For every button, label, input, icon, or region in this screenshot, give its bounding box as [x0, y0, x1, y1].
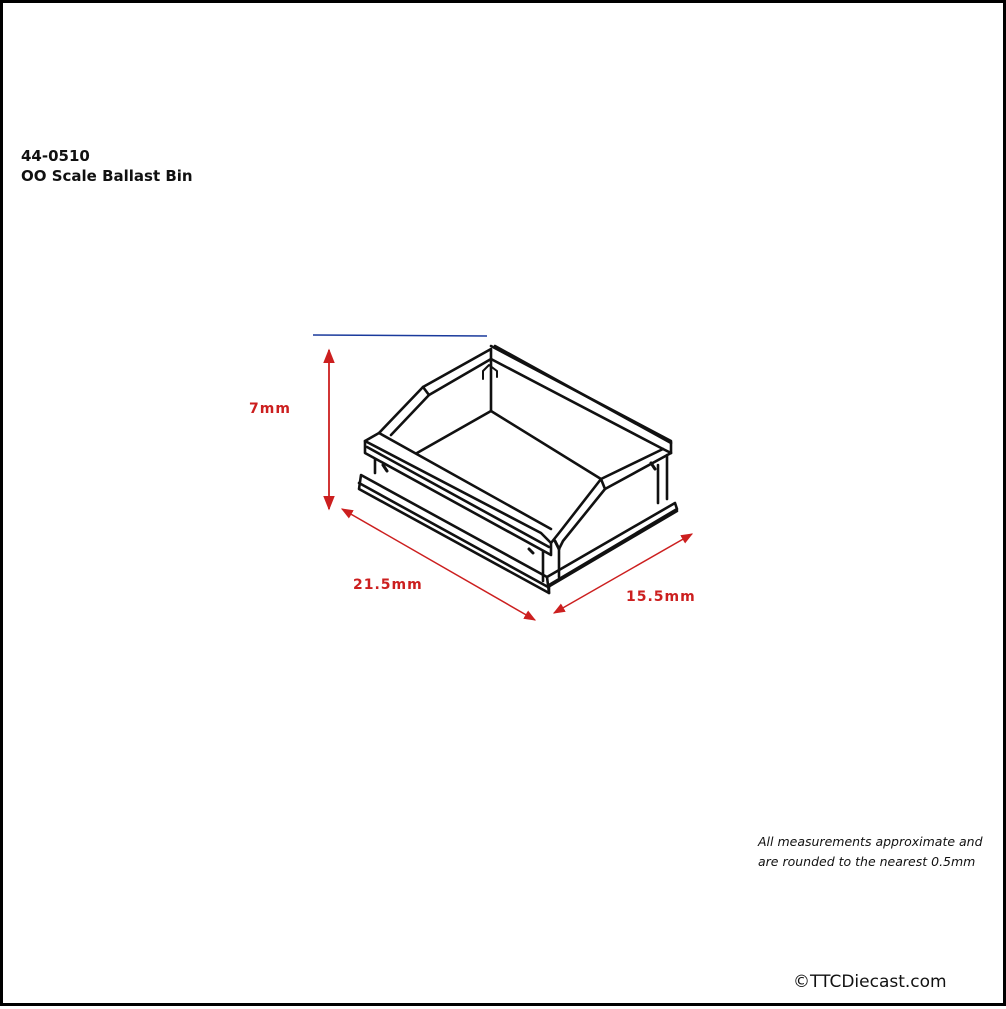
title-block: 44-0510 OO Scale Ballast Bin	[21, 146, 193, 186]
height-reference-line	[312, 334, 488, 337]
bin-outline	[357, 344, 679, 595]
width-dimension-arrow	[552, 533, 694, 614]
measurement-note: All measurements approximate and are rou…	[758, 832, 983, 872]
length-label: 21.5mm	[353, 577, 423, 593]
ballast-bin-drawing-icon	[312, 334, 694, 621]
width-label: 15.5mm	[626, 589, 696, 605]
product-name: OO Scale Ballast Bin	[21, 167, 193, 185]
copyright-notice: ©TTCDiecast.com	[793, 972, 947, 992]
note-line-2: are rounded to the nearest 0.5mm	[758, 854, 976, 869]
note-line-1: All measurements approximate and	[758, 834, 983, 849]
product-code: 44-0510	[21, 147, 90, 165]
length-dimension-arrow	[340, 508, 537, 621]
height-label: 7mm	[249, 401, 291, 417]
